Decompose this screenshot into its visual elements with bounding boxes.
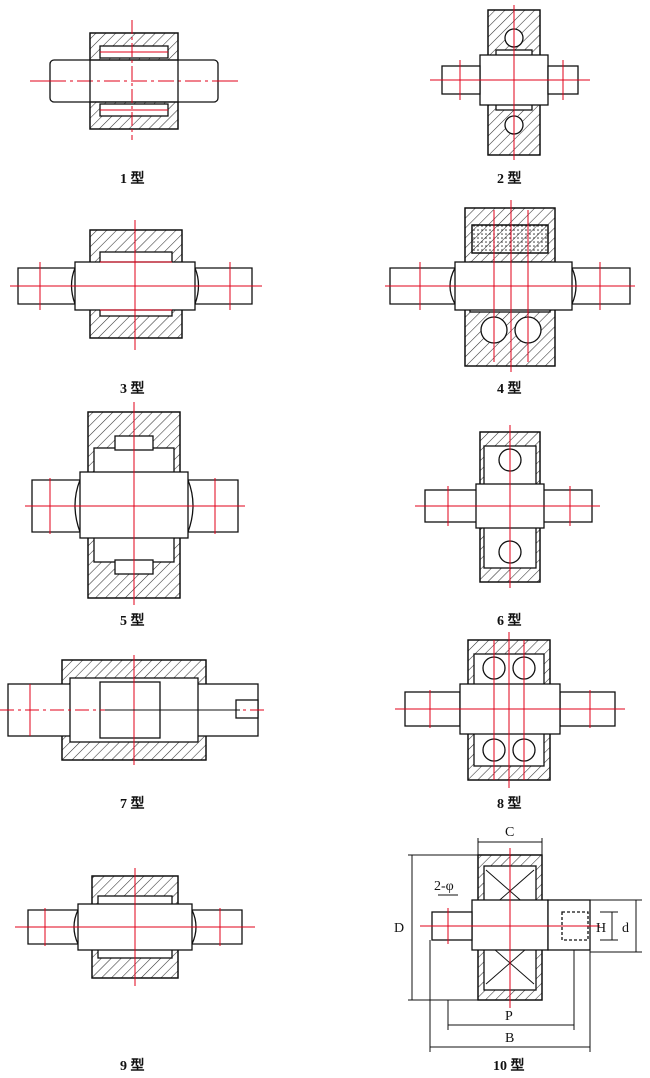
caption-type4: 4 型 bbox=[497, 382, 522, 397]
caption-type3: 3 型 bbox=[120, 382, 145, 397]
type8-drawing bbox=[395, 632, 625, 788]
caption-type5: 5 型 bbox=[120, 614, 145, 629]
caption-type10: 10 型 bbox=[493, 1059, 525, 1074]
type4-drawing bbox=[385, 200, 635, 372]
caption-type8: 8 型 bbox=[497, 797, 522, 812]
caption-type1: 1 型 bbox=[120, 172, 145, 187]
dim-d-outer: D bbox=[394, 921, 404, 936]
caption-type6: 6 型 bbox=[497, 614, 522, 629]
dim-phi: 2-φ bbox=[434, 879, 454, 894]
caption-type7: 7 型 bbox=[120, 797, 145, 812]
type9-drawing bbox=[15, 868, 255, 986]
dim-p: P bbox=[505, 1009, 513, 1024]
dim-c: C bbox=[505, 825, 514, 840]
dim-h: H bbox=[596, 921, 606, 936]
caption-type2: 2 型 bbox=[497, 172, 522, 187]
caption-type9: 9 型 bbox=[120, 1059, 145, 1074]
type7-drawing bbox=[0, 655, 268, 765]
type6-drawing bbox=[415, 425, 600, 588]
type1-drawing bbox=[30, 20, 238, 140]
type5-drawing bbox=[25, 402, 245, 605]
type3-drawing bbox=[10, 220, 262, 350]
type2-drawing bbox=[430, 5, 590, 160]
type10-drawing bbox=[408, 838, 642, 1052]
dim-b: B bbox=[505, 1031, 514, 1046]
dim-d-inner: d bbox=[622, 921, 629, 936]
